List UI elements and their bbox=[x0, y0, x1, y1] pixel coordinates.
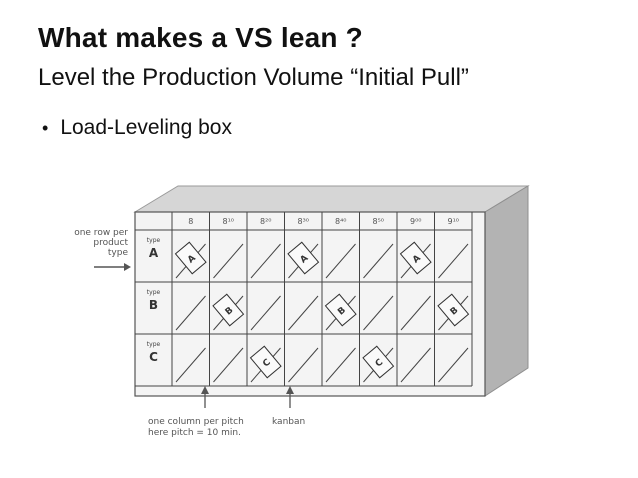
slot-divider bbox=[213, 243, 244, 279]
column-note-line2: here pitch = 10 min. bbox=[148, 428, 241, 438]
row-label-line2: product bbox=[93, 238, 128, 248]
slot-divider bbox=[175, 347, 206, 383]
column-header: 8⁴⁰ bbox=[335, 217, 347, 226]
kanban-card-letter: B bbox=[449, 305, 461, 317]
slot-divider bbox=[363, 295, 394, 331]
bullet-item: • Load-Leveling box bbox=[42, 116, 232, 140]
row-type-letter: A bbox=[149, 246, 159, 260]
row-type-caption: type bbox=[147, 341, 161, 348]
box-top-face bbox=[133, 185, 530, 213]
row-type-caption: type bbox=[147, 237, 161, 244]
kanban-label: kanban bbox=[272, 417, 305, 427]
bullet-dot-icon: • bbox=[42, 117, 49, 138]
column-header: 9⁰⁰ bbox=[410, 217, 422, 226]
kanban-card-letter: B bbox=[336, 305, 348, 317]
column-header: 8⁵⁰ bbox=[372, 217, 384, 226]
column-header: 9¹⁰ bbox=[447, 217, 459, 226]
row-label-line3: type bbox=[108, 248, 129, 258]
slot-divider bbox=[363, 243, 394, 279]
bullet-text: Load-Leveling box bbox=[60, 116, 232, 139]
slot-divider bbox=[213, 347, 244, 383]
slot-divider bbox=[250, 295, 281, 331]
row-type-letter: B bbox=[149, 298, 158, 312]
kanban-card-letter: C bbox=[374, 357, 386, 369]
box-side-face bbox=[484, 185, 529, 397]
row-type-letter: C bbox=[149, 350, 158, 364]
slot-divider bbox=[288, 347, 319, 383]
slot-divider bbox=[400, 295, 431, 331]
slot-divider bbox=[400, 347, 431, 383]
row-type-caption: type bbox=[147, 289, 161, 296]
column-header: 8²⁰ bbox=[260, 217, 272, 226]
slot-divider bbox=[325, 347, 356, 383]
right-arrow-icon bbox=[94, 263, 131, 271]
slide-subtitle: Level the Production Volume “Initial Pul… bbox=[38, 64, 469, 91]
slot-divider bbox=[288, 295, 319, 331]
row-label-line1: one row per bbox=[74, 228, 128, 238]
column-note-line1: one column per pitch bbox=[148, 417, 244, 427]
box-front-face bbox=[134, 211, 486, 397]
slot-divider bbox=[250, 243, 281, 279]
kanban-card: B bbox=[212, 293, 245, 327]
kanban-card: A bbox=[174, 241, 207, 275]
slot-divider bbox=[325, 243, 356, 279]
kanban-card: C bbox=[249, 345, 282, 379]
load-leveling-box-figure: one row per product type one column per … bbox=[74, 185, 530, 438]
kanban-card-letter: A bbox=[299, 253, 311, 265]
kanban-card: B bbox=[324, 293, 357, 327]
kanban-card: B bbox=[437, 293, 470, 327]
column-header: 8¹⁰ bbox=[222, 217, 234, 226]
kanban-card: A bbox=[287, 241, 320, 275]
kanban-arrow-icon bbox=[286, 386, 294, 408]
column-header: 8³⁰ bbox=[297, 217, 309, 226]
kanban-card: A bbox=[399, 241, 432, 275]
column-header: 8 bbox=[188, 217, 193, 226]
column-note-arrow-icon bbox=[201, 386, 209, 408]
kanban-card-letter: A bbox=[186, 253, 198, 265]
kanban-card-letter: C bbox=[261, 357, 273, 369]
slot-divider bbox=[438, 347, 469, 383]
slot-divider bbox=[438, 243, 469, 279]
kanban-card-letter: B bbox=[224, 305, 236, 317]
slot-divider bbox=[175, 295, 206, 331]
slide-title: What makes a VS lean ? bbox=[38, 22, 363, 53]
kanban-card-letter: A bbox=[411, 253, 423, 265]
kanban-card: C bbox=[362, 345, 395, 379]
